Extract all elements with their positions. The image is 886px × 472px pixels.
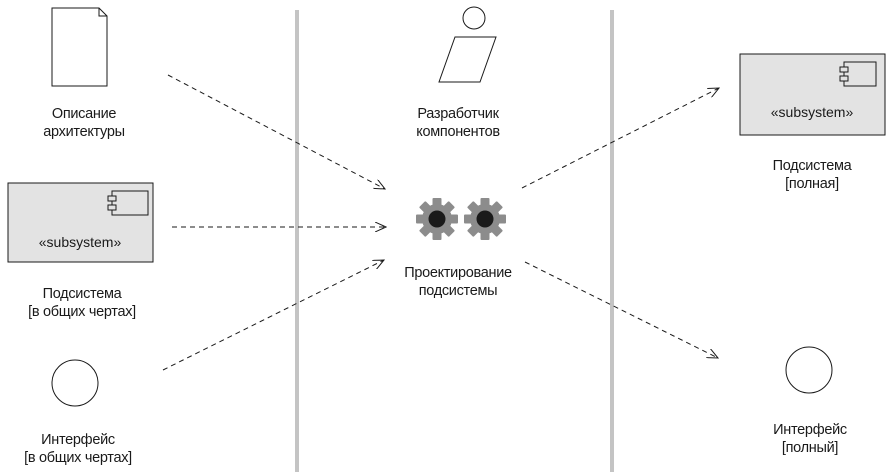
- activity-label-line2: подсистемы: [418, 283, 498, 299]
- architecture-doc-label-line1: Описание: [51, 106, 117, 122]
- worker-label-line1: Разработчик: [417, 106, 499, 122]
- subsystem-outline-stereotype: «subsystem»: [39, 234, 122, 250]
- interface-complete-label-line1: Интерфейс: [773, 422, 847, 438]
- arrow-activity-to-subsystem: [521, 88, 719, 189]
- activity-label: Проектирование подсистемы: [404, 264, 512, 300]
- subsystem-outline-label-line2: [в общих чертах]: [28, 304, 136, 320]
- interface-complete-label: Интерфейс [полный]: [773, 421, 847, 457]
- gears-icon: [416, 198, 506, 240]
- architecture-doc-label: Описание архитектуры: [43, 105, 125, 141]
- arrow-activity-to-interface: [524, 261, 718, 358]
- subsystem-outline-label: Подсистема [в общих чертах]: [28, 285, 136, 321]
- subsystem-complete-label-line1: Подсистема: [772, 158, 852, 174]
- subsystem-complete-box: «subsystem»: [739, 53, 886, 136]
- interface-complete-circle: [785, 346, 833, 394]
- subsystem-complete-label: Подсистема [полная]: [773, 157, 852, 193]
- subsystem-complete-stereotype: «subsystem»: [771, 104, 854, 120]
- arrow-interface-to-activity: [162, 260, 384, 371]
- activity-label-line1: Проектирование: [404, 265, 512, 281]
- worker-label-line2: компонентов: [416, 124, 500, 140]
- architecture-doc-label-line2: архитектуры: [43, 124, 125, 140]
- interface-outline-circle: [51, 359, 99, 407]
- worker-label: Разработчик компонентов: [416, 105, 500, 141]
- subsystem-outline-box: «subsystem»: [7, 182, 154, 263]
- interface-outline-label-line2: [в общих чертах]: [24, 450, 132, 466]
- interface-outline-label-line1: Интерфейс: [41, 432, 115, 448]
- arrow-architecture-to-activity: [167, 74, 385, 189]
- subsystem-outline-label-line1: Подсистема: [42, 286, 122, 302]
- interface-complete-label-line2: [полный]: [781, 440, 839, 456]
- subsystem-complete-label-line2: [полная]: [785, 176, 839, 192]
- document-icon: [51, 7, 108, 87]
- component-icon: [107, 190, 149, 216]
- worker-icon: [438, 6, 497, 83]
- interface-outline-label: Интерфейс [в общих чертах]: [24, 431, 132, 467]
- component-icon: [839, 61, 877, 87]
